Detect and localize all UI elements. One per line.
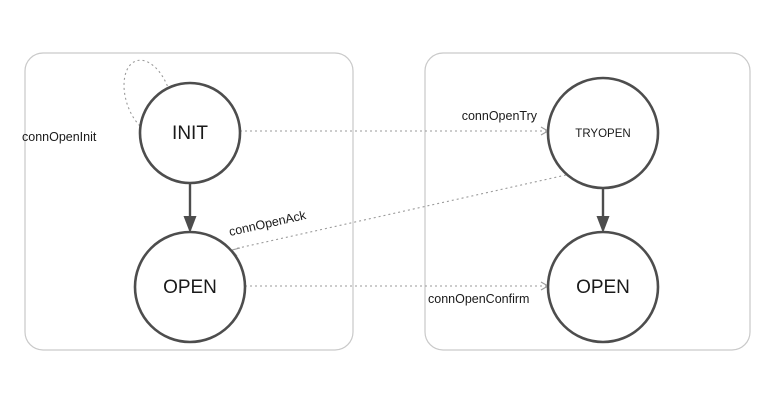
chain-b-panel	[424, 52, 751, 351]
init-to-open-edge	[183, 183, 197, 233]
state-init-circle[interactable]	[138, 81, 242, 185]
tryopen-to-open-edge	[596, 188, 610, 233]
state-node-open-left[interactable]: OPEN	[133, 230, 247, 344]
state-open-left-label: OPEN	[163, 277, 217, 298]
state-tryopen-circle[interactable]	[546, 76, 660, 190]
edge-label-conn-open-confirm: connOpenConfirm	[428, 292, 529, 306]
edge-label-conn-open-init: connOpenInit	[22, 130, 97, 144]
state-node-open-right[interactable]: OPEN	[546, 230, 660, 344]
edge-label-conn-open-try: connOpenTry	[462, 109, 538, 123]
state-node-init[interactable]: INIT	[138, 81, 242, 185]
conn-open-ack-line	[233, 174, 567, 250]
state-open-right-label: OPEN	[576, 277, 630, 298]
state-node-tryopen[interactable]: TRYOPEN	[546, 76, 660, 190]
state-init-label: INIT	[172, 123, 208, 144]
init-to-open-arrowhead-icon	[183, 216, 197, 233]
tryopen-to-open-arrowhead-icon	[596, 216, 610, 233]
state-open-right-circle[interactable]	[546, 230, 660, 344]
state-tryopen-label: TRYOPEN	[575, 128, 630, 140]
state-open-left-circle[interactable]	[133, 230, 247, 344]
